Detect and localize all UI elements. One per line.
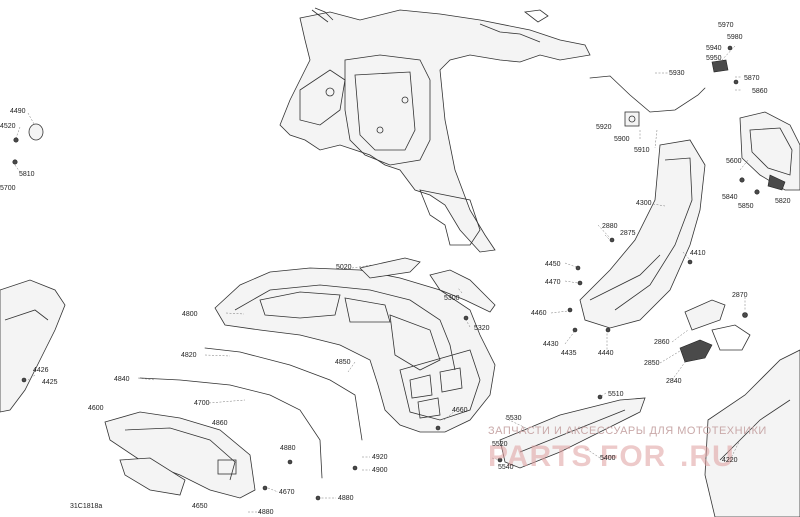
side-step-5400: [499, 397, 646, 469]
callout-5860: 5860: [752, 88, 768, 95]
watermark-logo-for: FOR: [600, 440, 666, 473]
callout-5320: 5320: [474, 325, 490, 332]
callout-4660: 4660: [452, 407, 468, 414]
callout-4450: 4450: [545, 261, 561, 268]
callout-2860: 2860: [654, 339, 670, 346]
callout-5020: 5020: [336, 264, 352, 271]
clip-5950: [711, 59, 729, 73]
front-rack: [214, 267, 496, 433]
front-fascia-assembly: [279, 7, 591, 253]
callout-5920: 5920: [596, 124, 612, 131]
callout-4850: 4850: [335, 359, 351, 366]
callout-5700: 5700: [0, 185, 16, 192]
watermark-tagline: ЗАПЧАСТИ И АКСЕССУАРЫ ДЛЯ МОТОТЕХНИКИ: [488, 425, 767, 437]
callout-4520: 4520: [0, 123, 16, 130]
fender-line: [719, 399, 791, 461]
left-fender-line: [4, 309, 49, 321]
callout-5930: 5930: [669, 70, 685, 77]
callout-4430: 4430: [543, 341, 559, 348]
bracket-2840: [679, 339, 713, 363]
grommet-4490: [28, 123, 44, 141]
callout-5940: 5940: [706, 45, 722, 52]
callout-4600: 4600: [88, 405, 104, 412]
callout-4800: 4800: [182, 311, 198, 318]
lower-panel-4650: [119, 457, 186, 496]
callout-4900: 4900: [372, 467, 388, 474]
callout-5840: 5840: [722, 194, 738, 201]
callout-2880: 2880: [602, 223, 618, 230]
lower-skid-4600: [104, 411, 256, 499]
callout-4880-b: 4880: [338, 495, 354, 502]
callout-4700: 4700: [194, 400, 210, 407]
watermark: ЗАПЧАСТИ И АКСЕССУАРЫ ДЛЯ МОТОТЕХНИКИ PA…: [488, 425, 767, 473]
callout-2850: 2850: [644, 360, 660, 367]
side-step-line: [519, 409, 626, 453]
callout-labels: 4490 4520 5810 5700 4426 4425 5020 5300 …: [0, 22, 791, 516]
callout-5970: 5970: [718, 22, 734, 29]
callout-5980: 5980: [727, 34, 743, 41]
callout-4860: 4860: [212, 420, 228, 427]
callout-4840: 4840: [114, 376, 130, 383]
callout-4880-c: 4880: [258, 509, 274, 516]
callout-5820: 5820: [775, 198, 791, 205]
callout-4425: 4425: [42, 379, 58, 386]
callout-5400: 5400: [600, 455, 616, 462]
callout-5900: 5900: [614, 136, 630, 143]
leader-lines: [14, 45, 749, 513]
callout-5540: 5540: [498, 464, 514, 471]
callout-5810: 5810: [19, 171, 35, 178]
callout-4440: 4440: [598, 350, 614, 357]
callout-4820: 4820: [181, 352, 197, 359]
watermark-logo-ru: .RU: [680, 440, 735, 473]
watermark-logo-parts: PARTS: [488, 440, 592, 473]
callout-2870: 2870: [732, 292, 748, 299]
bracket-5900: [624, 111, 640, 127]
callout-4920: 4920: [372, 454, 388, 461]
panel-4300-line: [614, 157, 693, 311]
callout-4426: 4426: [33, 367, 49, 374]
callout-4220: 4220: [722, 457, 738, 464]
housing-clip: [767, 174, 786, 191]
callout-4300: 4300: [636, 200, 652, 207]
skid-slot: [217, 459, 237, 475]
callout-5850: 5850: [738, 203, 754, 210]
callout-5300: 5300: [444, 295, 460, 302]
tube-5930: [589, 75, 706, 113]
panel-4300-line2: [589, 254, 661, 301]
deflector-5300: [429, 269, 496, 313]
callout-4880-a: 4880: [280, 445, 296, 452]
fender-4220: [704, 349, 800, 517]
callout-5950: 5950: [706, 55, 722, 62]
callout-5600: 5600: [726, 158, 742, 165]
skid-rib: [124, 427, 236, 481]
callout-4670: 4670: [279, 489, 295, 496]
callout-2840: 2840: [666, 378, 682, 385]
callout-4650: 4650: [192, 503, 208, 510]
fasteners: [12, 45, 760, 501]
housing-5600: [739, 111, 800, 191]
housing-inner: [749, 127, 793, 176]
panel-4300: [579, 139, 706, 329]
callout-5870: 5870: [744, 75, 760, 82]
tube-4820: [204, 347, 363, 441]
callout-5520: 5520: [492, 441, 508, 448]
callout-5910: 5910: [634, 147, 650, 154]
callout-2875: 2875: [620, 230, 636, 237]
bracket-2850: [711, 324, 751, 351]
bracket-2860: [684, 299, 726, 331]
callout-4435: 4435: [561, 350, 577, 357]
diagram-code: 31C1818a: [70, 503, 102, 510]
callout-5510: 5510: [608, 391, 624, 398]
tube-4840: [139, 377, 323, 479]
callout-5530: 5530: [506, 415, 522, 422]
left-fender-edge: [0, 279, 66, 413]
callout-4470: 4470: [545, 279, 561, 286]
callout-4490: 4490: [10, 108, 26, 115]
callout-4460: 4460: [531, 310, 547, 317]
callout-4410: 4410: [690, 250, 706, 257]
rack-bracket-5020: [359, 257, 421, 279]
